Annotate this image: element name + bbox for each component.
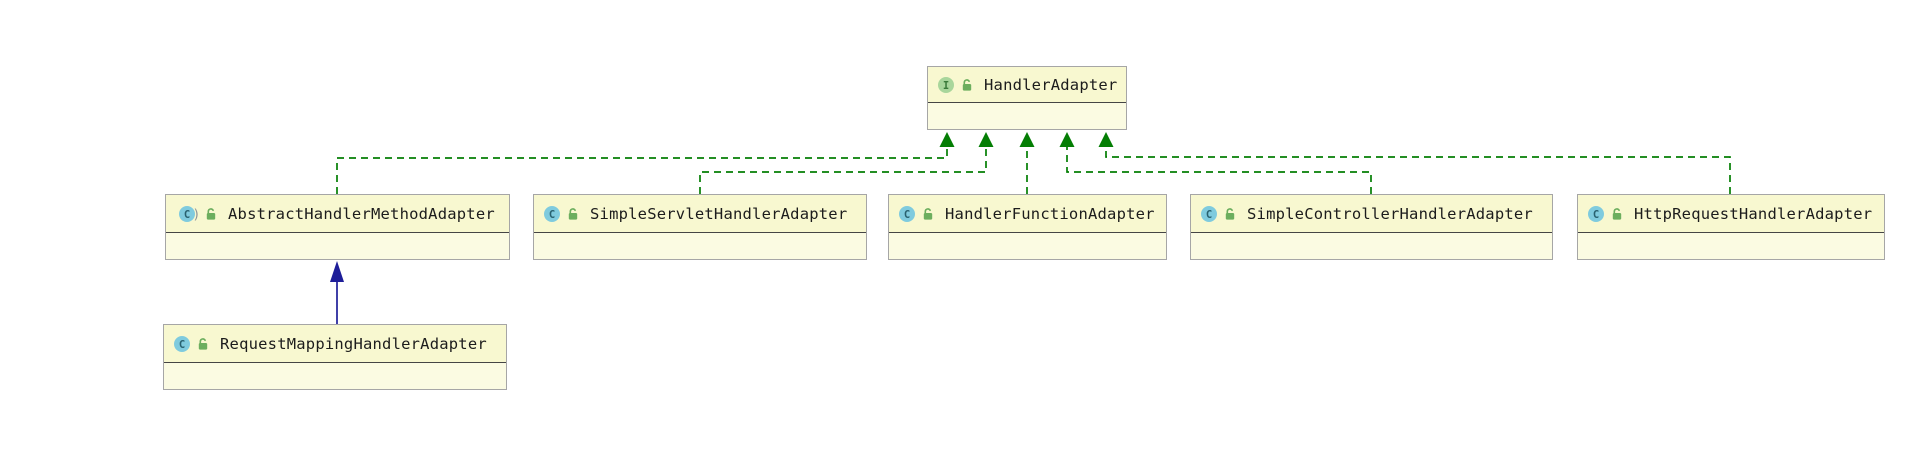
class-icon: C [898, 205, 916, 223]
class-icon: C [1200, 205, 1218, 223]
edge-SimpleServletHandlerAdapter-implements-HandlerAdapter [699, 132, 994, 194]
public-lock-icon [1223, 207, 1236, 221]
svg-text:C: C [179, 338, 185, 350]
class-icon: C [173, 335, 191, 353]
node-header: C HttpRequestHandlerAdapter [1578, 195, 1884, 233]
svg-text:): ) [193, 207, 200, 222]
class-name-label: HandlerAdapter [984, 75, 1118, 94]
public-lock-icon [196, 337, 209, 351]
svg-text:C: C [904, 208, 910, 220]
svg-text:I: I [943, 79, 949, 91]
edge-arrowhead [1098, 132, 1114, 147]
node-body [1578, 233, 1884, 259]
svg-text:C: C [549, 208, 555, 220]
edge-RequestMappingHandlerAdapter-extends-AbstractHandlerMethodAdapter [330, 261, 344, 324]
class-node-AbstractHandlerMethodAdapter[interactable]: ()C AbstractHandlerMethodAdapter [165, 194, 510, 260]
node-body [534, 233, 866, 259]
edge-arrowhead [1019, 132, 1035, 147]
node-header: C RequestMappingHandlerAdapter [164, 325, 506, 363]
edge-HttpRequestHandlerAdapter-implements-HandlerAdapter [1098, 132, 1731, 194]
edge-line [336, 145, 948, 194]
class-node-SimpleControllerHandlerAdapter[interactable]: C SimpleControllerHandlerAdapter [1190, 194, 1553, 260]
node-header: I HandlerAdapter [928, 67, 1126, 103]
class-node-HandlerFunctionAdapter[interactable]: C HandlerFunctionAdapter [888, 194, 1167, 260]
public-lock-icon [921, 207, 934, 221]
node-body [164, 363, 506, 389]
class-name-label: HandlerFunctionAdapter [945, 204, 1155, 223]
edge-SimpleControllerHandlerAdapter-implements-HandlerAdapter [1059, 132, 1372, 194]
public-lock-icon [204, 207, 217, 221]
node-header: C HandlerFunctionAdapter [889, 195, 1166, 233]
svg-text:C: C [1206, 208, 1212, 220]
public-lock-icon [960, 78, 973, 92]
class-node-RequestMappingHandlerAdapter[interactable]: C RequestMappingHandlerAdapter [163, 324, 507, 390]
node-body [928, 103, 1126, 129]
class-name-label: SimpleServletHandlerAdapter [590, 204, 848, 223]
edge-HandlerFunctionAdapter-implements-HandlerAdapter [1019, 132, 1035, 194]
svg-text:C: C [1593, 208, 1599, 220]
class-name-label: HttpRequestHandlerAdapter [1634, 204, 1873, 223]
node-header: C SimpleControllerHandlerAdapter [1191, 195, 1552, 233]
edge-arrowhead [978, 132, 994, 147]
class-node-HttpRequestHandlerAdapter[interactable]: C HttpRequestHandlerAdapter [1577, 194, 1885, 260]
class-icon: C [543, 205, 561, 223]
class-name-label: RequestMappingHandlerAdapter [220, 334, 487, 353]
edge-AbstractHandlerMethodAdapter-implements-HandlerAdapter [336, 132, 955, 194]
interface-icon: I [937, 76, 955, 94]
class-name-label: AbstractHandlerMethodAdapter [228, 204, 495, 223]
edge-line [1105, 145, 1731, 194]
public-lock-icon [1610, 207, 1623, 221]
class-icon: C [1587, 205, 1605, 223]
edge-line [1066, 145, 1372, 194]
node-body [889, 233, 1166, 259]
class-name-label: SimpleControllerHandlerAdapter [1247, 204, 1533, 223]
node-header: C SimpleServletHandlerAdapter [534, 195, 866, 233]
node-body [166, 233, 509, 259]
edge-arrowhead [1059, 132, 1075, 147]
edge-line [699, 145, 987, 194]
public-lock-icon [566, 207, 579, 221]
class-node-HandlerAdapter[interactable]: I HandlerAdapter [927, 66, 1127, 130]
class-node-SimpleServletHandlerAdapter[interactable]: C SimpleServletHandlerAdapter [533, 194, 867, 260]
edge-arrowhead [330, 261, 344, 282]
node-header: ()C AbstractHandlerMethodAdapter [166, 195, 509, 233]
edge-arrowhead [939, 132, 955, 147]
node-body [1191, 233, 1552, 259]
svg-text:C: C [184, 208, 190, 220]
abstract-class-icon: ()C [175, 205, 199, 223]
